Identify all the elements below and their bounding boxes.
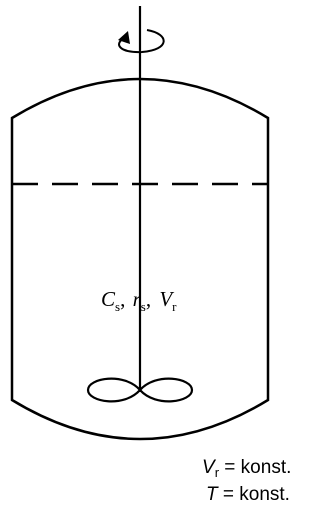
- condition-volume-subscript: r: [215, 465, 220, 480]
- volume-symbol: V: [159, 287, 174, 311]
- condition-volume-text: = konst.: [219, 457, 291, 478]
- rate-symbol: r: [133, 287, 142, 311]
- impeller: [86, 377, 194, 403]
- concentration-symbol: C: [101, 287, 116, 311]
- condition-temperature-text: = konst.: [218, 484, 290, 505]
- vessel-outline: [10, 77, 270, 441]
- label-separator: ,: [120, 287, 125, 311]
- volume-subscript: r: [172, 299, 177, 314]
- condition-volume-symbol: V: [202, 457, 217, 478]
- rotation-arrow-icon: [118, 29, 165, 54]
- condition-volume: Vr = konst.: [202, 457, 291, 480]
- state-variables-label: Cs, rs, Vr: [101, 287, 177, 314]
- rate-subscript: s: [141, 299, 146, 314]
- label-separator: ,: [146, 287, 151, 311]
- condition-temperature-symbol: T: [206, 484, 219, 505]
- condition-temperature: T = konst.: [206, 484, 290, 505]
- concentration-subscript: s: [115, 299, 120, 314]
